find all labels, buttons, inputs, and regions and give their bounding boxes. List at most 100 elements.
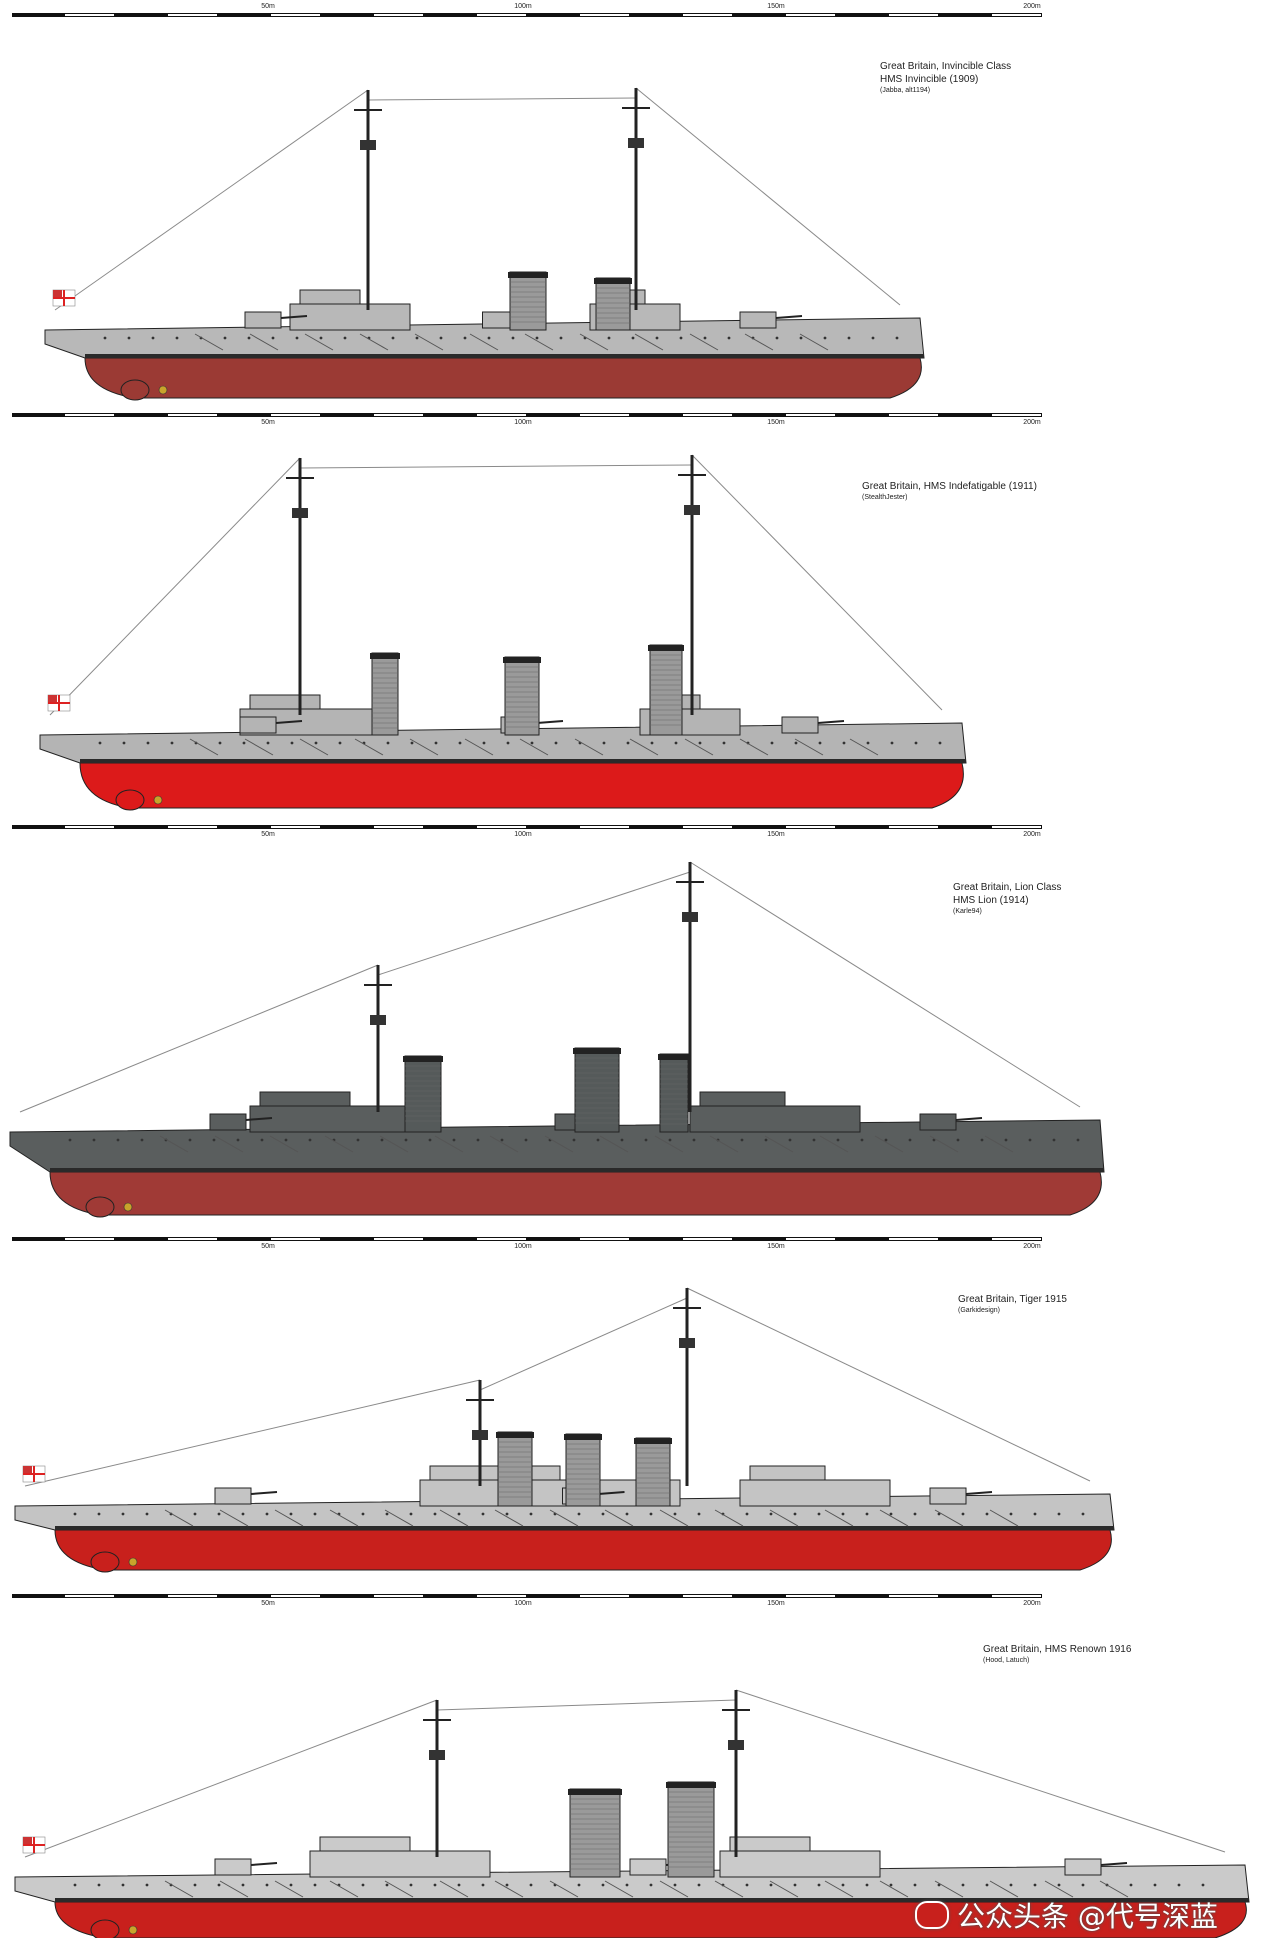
propeller-icon bbox=[128, 1557, 138, 1567]
porthole bbox=[631, 336, 635, 340]
scale-bar-3 bbox=[12, 1237, 1042, 1241]
porthole bbox=[289, 1512, 293, 1516]
funnel bbox=[595, 277, 631, 331]
porthole bbox=[433, 1512, 437, 1516]
porthole bbox=[265, 1883, 269, 1887]
porthole bbox=[121, 1512, 125, 1516]
porthole bbox=[817, 1512, 821, 1516]
tick-100m: 100m bbox=[514, 1600, 532, 1607]
porthole bbox=[103, 336, 107, 340]
porthole bbox=[434, 741, 438, 745]
propeller-icon bbox=[123, 1202, 133, 1212]
porthole bbox=[409, 1512, 413, 1516]
porthole bbox=[1009, 1883, 1013, 1887]
porthole bbox=[793, 1883, 797, 1887]
porthole bbox=[985, 1883, 989, 1887]
porthole bbox=[847, 336, 851, 340]
porthole bbox=[122, 741, 126, 745]
porthole bbox=[895, 336, 899, 340]
superstructure bbox=[309, 1850, 491, 1878]
porthole bbox=[529, 1512, 533, 1516]
porthole bbox=[908, 1138, 912, 1142]
spotting-top bbox=[429, 1750, 445, 1760]
funnel bbox=[565, 1433, 601, 1507]
porthole bbox=[463, 336, 467, 340]
caption-title: Great Britain, HMS Renown 1916 bbox=[983, 1644, 1132, 1655]
porthole bbox=[1033, 1512, 1037, 1516]
porthole bbox=[386, 741, 390, 745]
porthole bbox=[559, 336, 563, 340]
turret bbox=[239, 716, 277, 734]
porthole bbox=[404, 1138, 408, 1142]
porthole bbox=[500, 1138, 504, 1142]
porthole bbox=[314, 741, 318, 745]
lower-hull bbox=[49, 1171, 1102, 1216]
porthole bbox=[247, 336, 251, 340]
superstructure bbox=[689, 1105, 861, 1133]
tick-50m: 50m bbox=[261, 1243, 275, 1250]
rudder bbox=[90, 1919, 120, 1938]
porthole bbox=[121, 1883, 125, 1887]
porthole bbox=[1057, 1512, 1061, 1516]
porthole bbox=[1153, 1883, 1157, 1887]
porthole bbox=[481, 1512, 485, 1516]
turret bbox=[244, 311, 282, 329]
porthole bbox=[649, 1883, 653, 1887]
porthole bbox=[1129, 1883, 1133, 1887]
porthole bbox=[788, 1138, 792, 1142]
porthole bbox=[529, 1883, 533, 1887]
turret bbox=[739, 311, 777, 329]
funnel-cap bbox=[573, 1048, 621, 1054]
turret bbox=[919, 1113, 957, 1131]
bridge bbox=[259, 1091, 351, 1107]
superstructure bbox=[249, 1105, 431, 1133]
porthole bbox=[145, 1883, 149, 1887]
porthole bbox=[932, 1138, 936, 1142]
caption-credit: (Jabba, alt1194) bbox=[880, 87, 931, 94]
turret bbox=[929, 1487, 967, 1505]
caption-ship-2: Great Britain, HMS Indefatigable (1911)(… bbox=[862, 480, 1037, 503]
turret bbox=[214, 1858, 252, 1876]
porthole bbox=[428, 1138, 432, 1142]
porthole bbox=[97, 1883, 101, 1887]
caption-title: Great Britain, Invincible Class bbox=[880, 61, 1012, 72]
caption-title: Great Britain, Tiger 1915 bbox=[958, 1294, 1067, 1305]
porthole bbox=[193, 1512, 197, 1516]
porthole bbox=[391, 336, 395, 340]
funnel-cap bbox=[568, 1789, 622, 1795]
bridge bbox=[429, 1465, 561, 1481]
porthole bbox=[146, 741, 150, 745]
watermark: 公众头条 @代号深蓝 bbox=[915, 1895, 1218, 1935]
porthole bbox=[380, 1138, 384, 1142]
porthole bbox=[770, 741, 774, 745]
funnel-cap bbox=[666, 1782, 716, 1788]
ship-3 bbox=[9, 861, 1105, 1218]
tick-150m: 150m bbox=[767, 1243, 785, 1250]
wechat-icon bbox=[915, 1901, 949, 1929]
porthole bbox=[457, 1512, 461, 1516]
spotting-top bbox=[728, 1740, 744, 1750]
porthole bbox=[884, 1138, 888, 1142]
tick-150m: 150m bbox=[767, 419, 785, 426]
porthole bbox=[1033, 1883, 1037, 1887]
porthole bbox=[217, 1512, 221, 1516]
porthole bbox=[242, 741, 246, 745]
gun-barrel bbox=[775, 315, 803, 319]
porthole bbox=[674, 741, 678, 745]
spotting-top bbox=[472, 1430, 488, 1440]
porthole bbox=[913, 1883, 917, 1887]
porthole bbox=[596, 1138, 600, 1142]
porthole bbox=[68, 1138, 72, 1142]
gun-barrel bbox=[965, 1491, 993, 1495]
funnel-cap bbox=[658, 1054, 690, 1060]
porthole bbox=[841, 1512, 845, 1516]
gun-barrel bbox=[1100, 1862, 1128, 1866]
porthole bbox=[961, 1883, 965, 1887]
porthole bbox=[938, 741, 942, 745]
porthole bbox=[73, 1883, 77, 1887]
